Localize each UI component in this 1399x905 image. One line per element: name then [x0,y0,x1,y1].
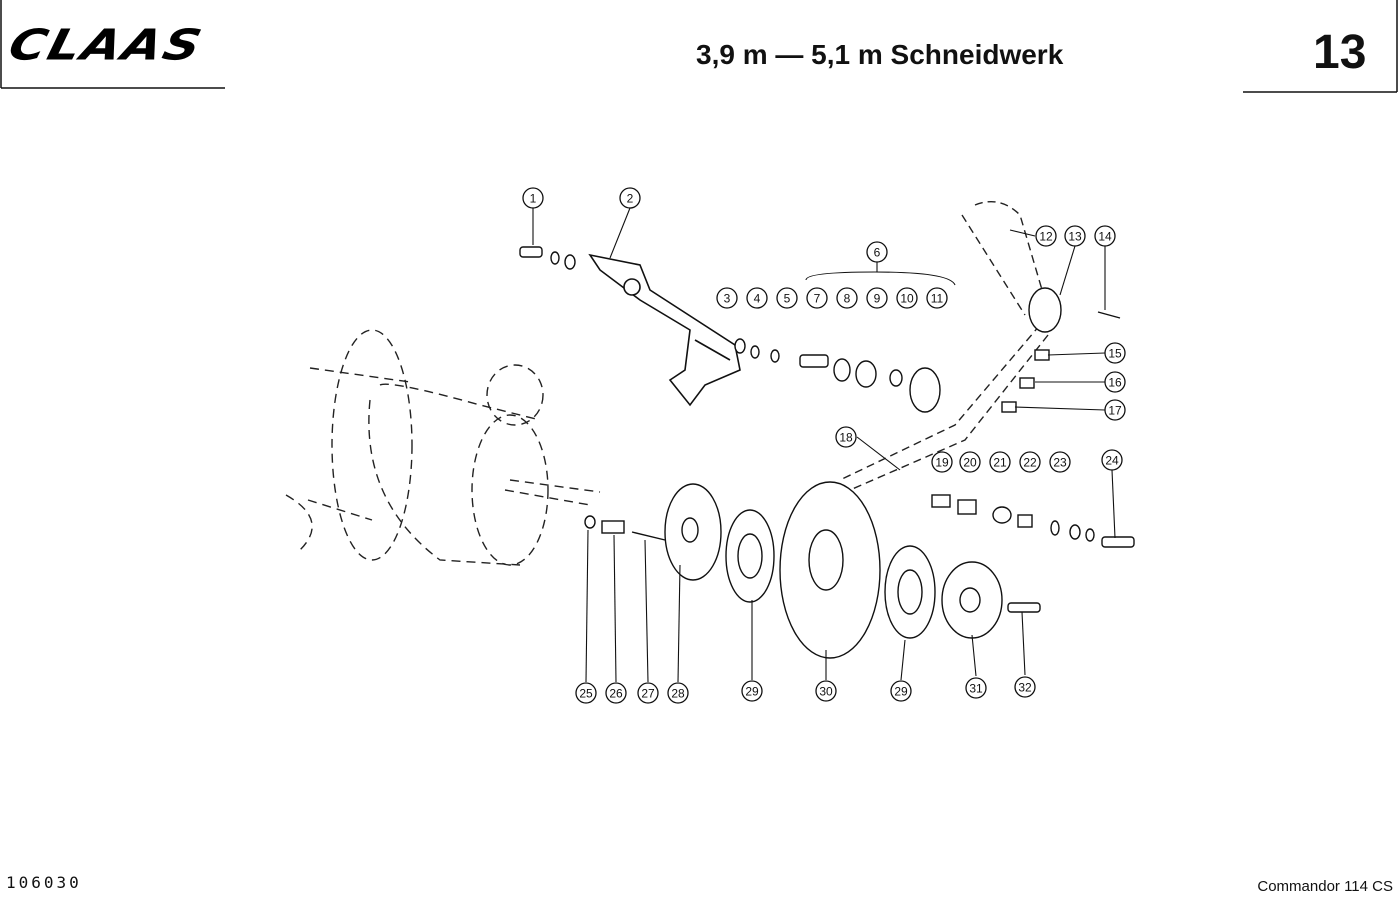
callout-label: 29 [745,685,759,699]
callout-label: 3 [724,292,731,306]
callout-label: 18 [839,431,853,445]
callout-label: 20 [963,456,977,470]
callout-29: 29 [890,680,912,702]
callout-label: 29 [894,685,908,699]
callout-label: 21 [993,456,1007,470]
callout-label: 28 [671,687,685,701]
callout-20: 20 [959,451,981,473]
callout-32: 32 [1014,676,1036,698]
callout-7: 7 [806,287,828,309]
bracket-part [588,253,741,407]
callout-31: 31 [965,677,987,699]
callout-17: 17 [1104,399,1126,421]
callout-3: 3 [716,287,738,309]
callout-label: 26 [609,687,623,701]
callout-label: 16 [1108,376,1122,390]
callout-label: 5 [784,292,791,306]
callout-label: 2 [627,192,634,206]
page-number: 13 [1313,26,1367,79]
callout-label: 31 [969,682,983,696]
callout-23: 23 [1049,451,1071,473]
document-number: 106030 [6,873,82,892]
callout-13: 13 [1064,225,1086,247]
callout-label: 7 [814,292,821,306]
callout-4: 4 [746,287,768,309]
leader-lines [532,207,1116,683]
callout-2: 2 [619,187,641,209]
callout-label: 24 [1105,454,1119,468]
callout-18: 18 [835,426,857,448]
drive-chain [839,201,1049,491]
callout-12: 12 [1035,225,1057,247]
callout-10: 10 [896,287,918,309]
callout-21: 21 [989,451,1011,473]
callout-label: 13 [1068,230,1082,244]
callout-5: 5 [776,287,798,309]
callout-6: 6 [866,241,888,263]
small-parts [519,246,1135,659]
callout-label: 15 [1108,347,1122,361]
callout-29: 29 [741,680,763,702]
callout-30: 30 [815,680,837,702]
callout-label: 10 [900,292,914,306]
callout-16: 16 [1104,371,1126,393]
callout-label: 12 [1039,230,1053,244]
callout-label: 17 [1108,404,1122,418]
callout-9: 9 [866,287,888,309]
callout-label: 4 [754,292,761,306]
callout-label: 32 [1018,681,1032,695]
callout-25: 25 [575,682,597,704]
callout-label: 1 [530,192,537,206]
callout-label: 9 [874,292,881,306]
callout-label: 6 [874,246,881,260]
callout-label: 8 [844,292,851,306]
callout-22: 22 [1019,451,1041,473]
callout-14: 14 [1094,225,1116,247]
callout-label: 23 [1053,456,1067,470]
callout-label: 30 [819,685,833,699]
callout-24: 24 [1101,449,1123,471]
gearbox-housing-outline [285,329,601,566]
callout-8: 8 [836,287,858,309]
callout-label: 22 [1023,456,1037,470]
callout-15: 15 [1104,342,1126,364]
callout-27: 27 [637,682,659,704]
callout-19: 19 [931,451,953,473]
callout-label: 27 [641,687,655,701]
callout-28: 28 [667,682,689,704]
callout-label: 11 [931,292,944,306]
callout-label: 19 [935,456,949,470]
callout-11: 11 [926,287,948,309]
model-name: Commandor 114 CS [1257,878,1393,895]
callout-label: 14 [1098,230,1112,244]
callout-label: 25 [579,687,593,701]
page-title: 3,9 m — 5,1 m Schneidwerk [696,39,1064,70]
callout-26: 26 [605,682,627,704]
callout-1: 1 [522,187,544,209]
